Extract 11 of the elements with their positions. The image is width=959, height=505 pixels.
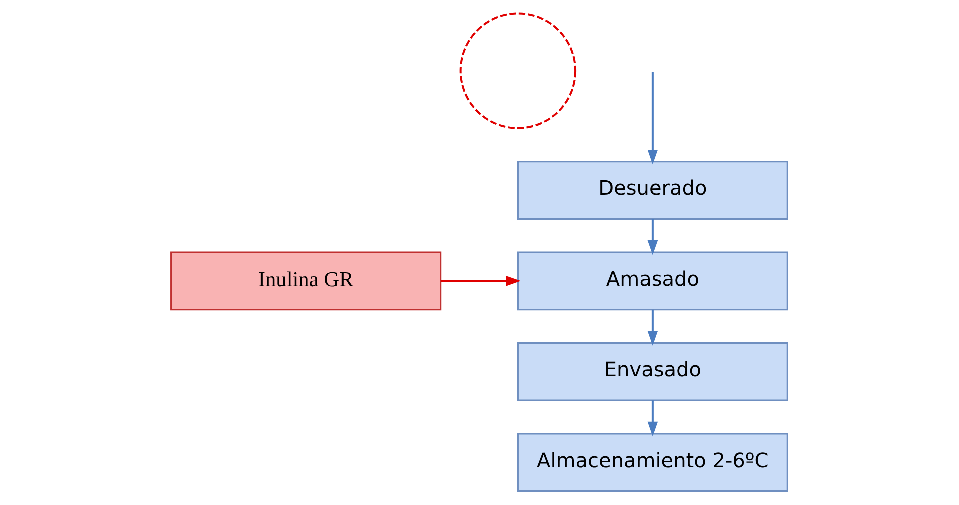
arrow (648, 72, 658, 165)
arrow (648, 310, 658, 346)
node-box: Inulina GR (170, 252, 442, 311)
node-box: Almacenamiento 2-6ºC (517, 433, 788, 492)
node-box: Desuerado (517, 160, 788, 220)
node-box: Amasado (517, 252, 788, 311)
arrow (440, 276, 521, 286)
node-box: Envasado (517, 342, 788, 402)
arrow (648, 219, 658, 256)
arrow (648, 400, 658, 437)
node-circle (460, 12, 577, 130)
